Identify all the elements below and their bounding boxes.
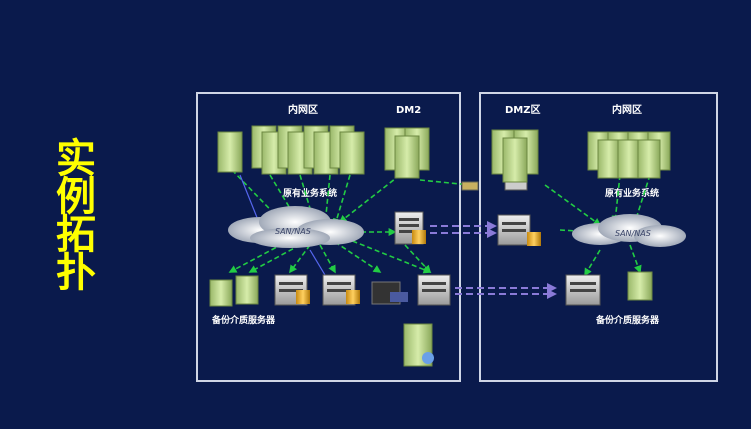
left-business-label: 原有业务系统 bbox=[283, 187, 337, 199]
title-char-2: 例 bbox=[56, 174, 96, 220]
left-dm2-label: DM2 bbox=[396, 105, 421, 116]
left-backup-servers bbox=[209, 275, 259, 307]
left-panel-border bbox=[196, 92, 461, 382]
right-dmz-storage bbox=[497, 214, 541, 246]
left-cloud-label: SAN/NAS bbox=[275, 227, 311, 236]
right-bottom-storage bbox=[565, 274, 601, 306]
right-panel-border bbox=[479, 92, 718, 382]
left-backup-label: 备份介质服务器 bbox=[211, 314, 276, 326]
right-backup-server bbox=[627, 271, 653, 301]
right-dmz-servers bbox=[491, 129, 539, 183]
right-intranet-label: 内网区 bbox=[612, 103, 642, 116]
right-san-cloud: SAN/NAS bbox=[572, 214, 686, 247]
right-business-label: 原有业务系统 bbox=[605, 187, 659, 199]
slide-title: 实 例 拓 扑 bbox=[50, 136, 102, 296]
left-dm2-storage bbox=[394, 211, 426, 245]
left-business-servers bbox=[217, 125, 365, 175]
left-intranet-label: 内网区 bbox=[288, 103, 318, 116]
right-business-servers bbox=[587, 131, 671, 179]
title-char-3: 拓 bbox=[56, 212, 96, 258]
right-cloud-label: SAN/NAS bbox=[615, 229, 651, 238]
client-workstation bbox=[403, 323, 434, 367]
title-char-1: 实 bbox=[56, 136, 96, 182]
right-dmz-label: DMZ区 bbox=[505, 104, 541, 116]
right-backup-label: 备份介质服务器 bbox=[595, 314, 660, 326]
title-char-4: 扑 bbox=[56, 250, 96, 296]
left-san-cloud: SAN/NAS bbox=[228, 206, 364, 248]
gateway-device bbox=[461, 181, 528, 191]
cross-panel-links bbox=[430, 221, 557, 299]
left-dm2-servers bbox=[384, 127, 430, 179]
left-bottom-storage bbox=[274, 274, 451, 306]
